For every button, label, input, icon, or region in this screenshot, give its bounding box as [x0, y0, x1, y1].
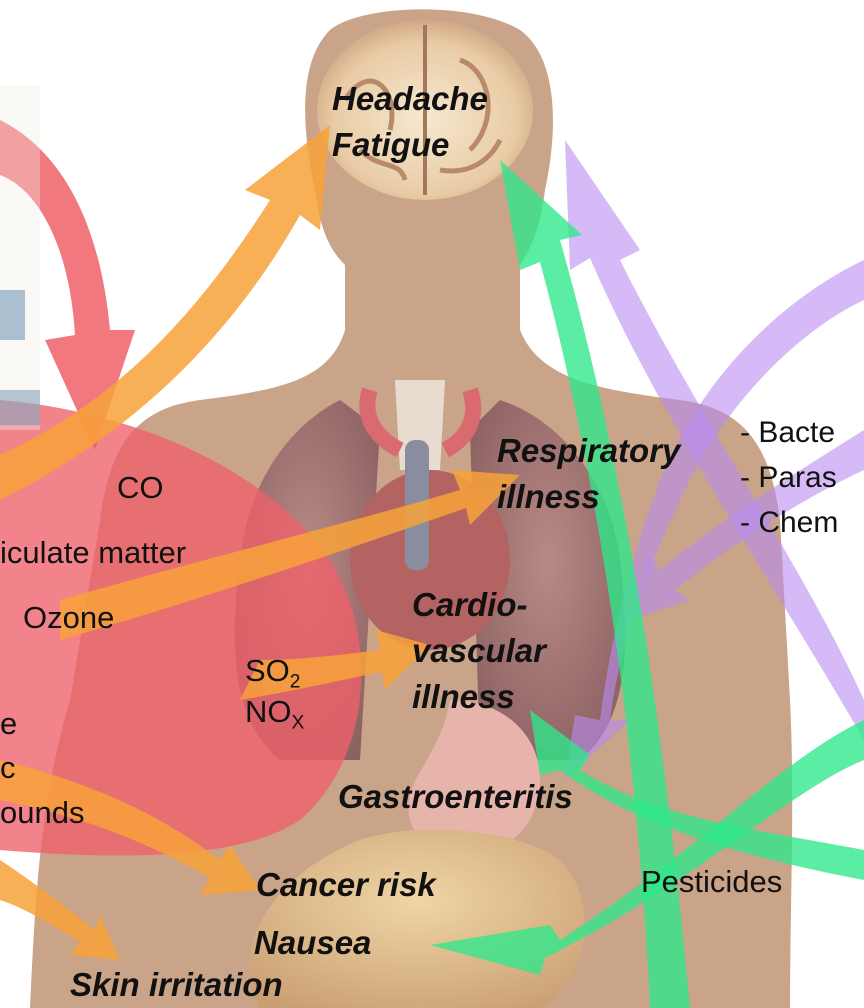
voc-label-line1: e — [0, 708, 17, 739]
skin-irritation-label: Skin irritation — [70, 968, 283, 1001]
nausea-label: Nausea — [254, 926, 371, 959]
co-label: CO — [117, 472, 164, 503]
so2-subscript: 2 — [290, 672, 301, 693]
voc-label-line2: c — [0, 752, 16, 783]
nox-label: NOX — [245, 696, 304, 733]
voc-label-line3: ounds — [0, 797, 84, 828]
pesticides-label: Pesticides — [641, 866, 782, 897]
cardio-label-line1: Cardio- — [412, 588, 528, 621]
cardio-label-line2: vascular — [412, 634, 546, 667]
particulate-matter-label: iculate matter — [0, 537, 186, 568]
fatigue-label: Fatigue — [332, 128, 449, 161]
ozone-label: Ozone — [23, 602, 114, 633]
headache-label: Headache — [332, 82, 488, 115]
nox-base: NO — [245, 694, 292, 729]
respiratory-label-line2: illness — [497, 480, 600, 513]
pollution-source-image — [0, 85, 40, 430]
cancer-risk-label: Cancer risk — [256, 868, 436, 901]
gastroenteritis-label: Gastroenteritis — [338, 780, 573, 813]
so2-label: SO2 — [245, 655, 300, 692]
so2-base: SO — [245, 653, 290, 688]
cardio-label-line3: illness — [412, 680, 515, 713]
respiratory-label-line1: Respiratory — [497, 434, 680, 467]
water-item-parasites: - Paras — [740, 463, 837, 493]
water-item-bacteria: - Bacte — [740, 418, 835, 448]
water-item-chemicals: - Chem — [740, 508, 838, 538]
nox-subscript: X — [292, 713, 305, 734]
